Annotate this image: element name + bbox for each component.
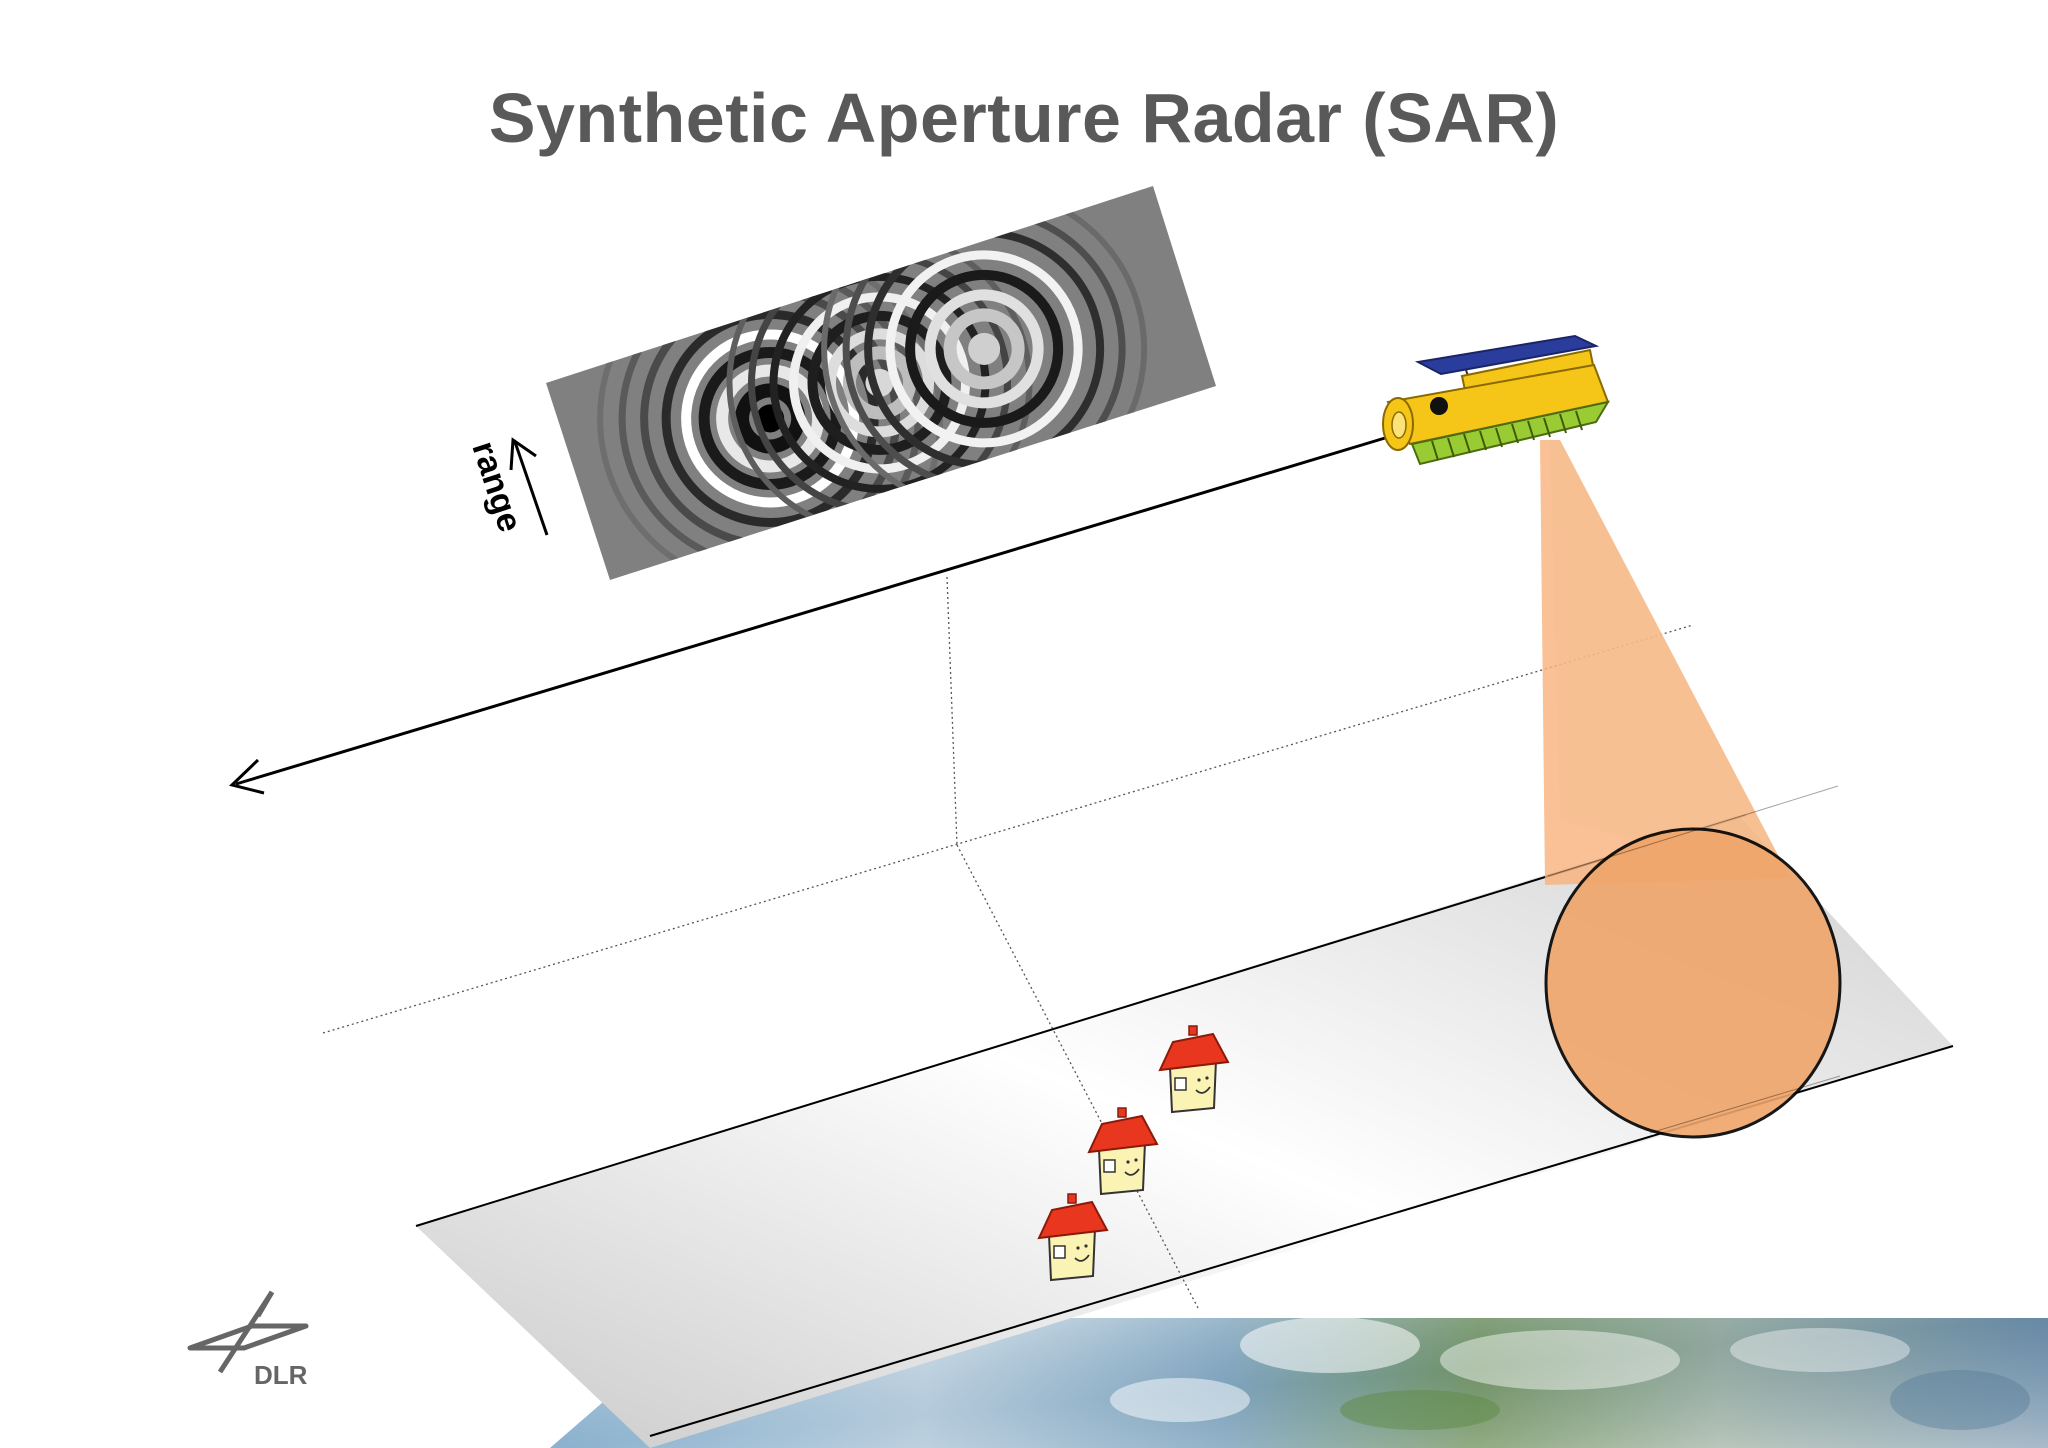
raw-data-hologram bbox=[546, 186, 1216, 580]
dlr-logo-text: DLR bbox=[254, 1360, 308, 1390]
satellite-radiator bbox=[1410, 400, 1611, 466]
range-axis: range bbox=[464, 437, 549, 537]
house bbox=[1087, 1107, 1159, 1196]
radar-beam bbox=[1540, 440, 1790, 885]
satellite bbox=[1382, 334, 1611, 466]
flight-direction-arrow bbox=[229, 436, 1386, 795]
beam-footprint bbox=[1544, 785, 1842, 1139]
solar-panel bbox=[1414, 334, 1600, 376]
dotted-guide-lines bbox=[322, 576, 1694, 1309]
house bbox=[1158, 1025, 1230, 1114]
slide-title: Synthetic Aperture Radar (SAR) bbox=[488, 79, 1560, 157]
house bbox=[1037, 1193, 1109, 1282]
dlr-logo: DLR bbox=[187, 1290, 309, 1390]
